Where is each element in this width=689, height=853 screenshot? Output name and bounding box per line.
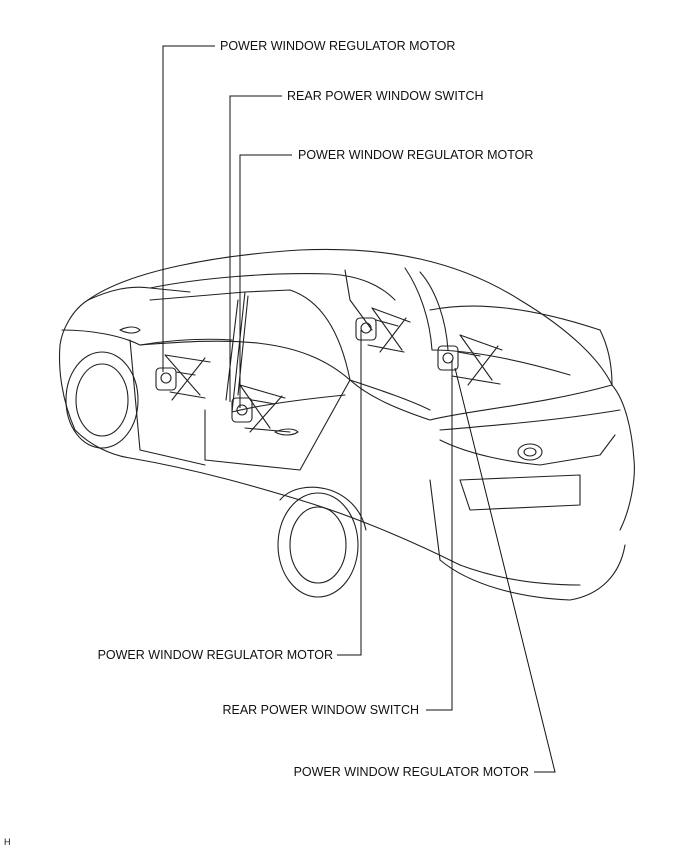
label-top-motor-2: POWER WINDOW REGULATOR MOTOR <box>298 148 534 162</box>
leader-top-switch <box>229 95 282 402</box>
footer-code: H <box>4 837 11 847</box>
car-body-outline <box>58 248 635 601</box>
leader-bottom-motor-1 <box>337 330 362 656</box>
label-bottom-motor-1: POWER WINDOW REGULATOR MOTOR <box>97 648 333 662</box>
leader-bottom-motor-2 <box>454 367 556 773</box>
rear-left-regulator <box>231 384 291 433</box>
leader-bottom-switch <box>426 360 453 711</box>
front-left-regulator <box>155 354 211 401</box>
leader-top-motor-2 <box>239 154 292 408</box>
leader-top-motor-1 <box>162 45 215 372</box>
label-top-switch: REAR POWER WINDOW SWITCH <box>287 89 484 103</box>
front-right-regulator <box>355 307 411 353</box>
label-bottom-switch: REAR POWER WINDOW SWITCH <box>222 703 419 717</box>
label-bottom-motor-2: POWER WINDOW REGULATOR MOTOR <box>293 765 529 779</box>
rear-right-regulator <box>437 334 503 386</box>
label-top-motor-1: POWER WINDOW REGULATOR MOTOR <box>220 39 456 53</box>
